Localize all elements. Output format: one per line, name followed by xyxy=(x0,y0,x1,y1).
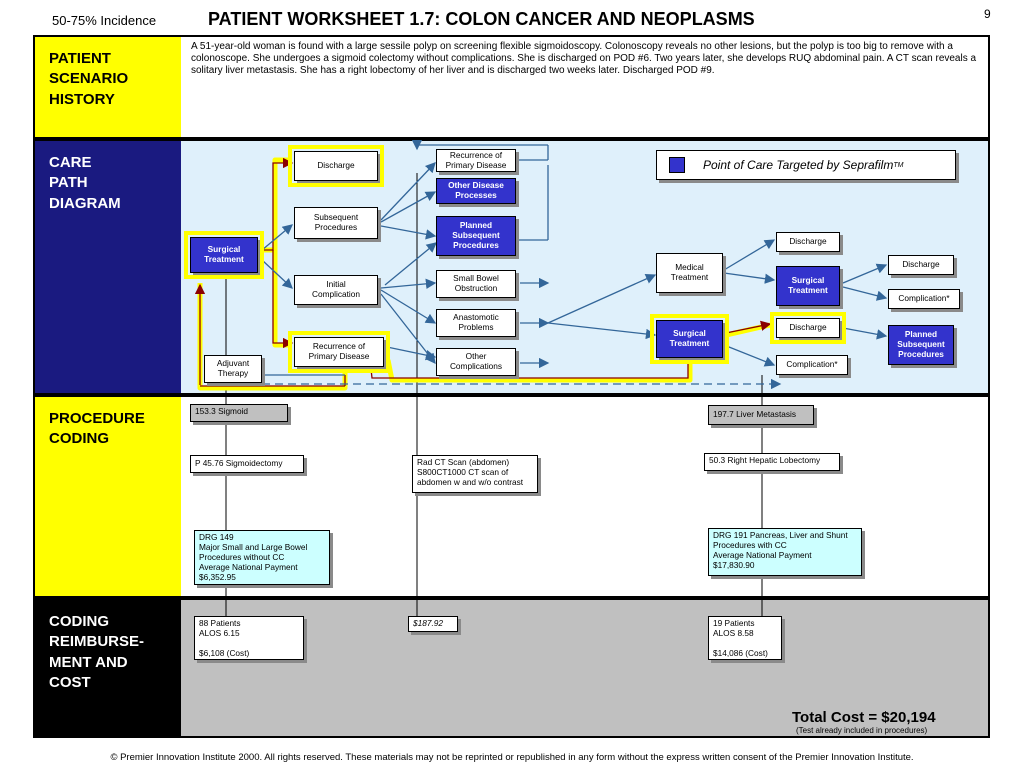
total-cost-note: (Test already included in procedures) xyxy=(796,726,928,735)
discharge-later: Discharge xyxy=(888,255,954,275)
reimbursement-label: CODING REIMBURSE- MENT AND COST xyxy=(49,613,145,691)
legend-swatch xyxy=(669,157,685,173)
recurrence-primary-disease-top: Recurrence of Primary Disease xyxy=(436,149,516,172)
drg-191-box: DRG 191 Pancreas, Liver and Shunt Proced… xyxy=(708,528,862,576)
medical-treatment: Medical Treatment xyxy=(656,253,723,293)
subsequent-procedures: Subsequent Procedures xyxy=(294,207,378,239)
initial-complication: Initial Complication xyxy=(294,275,378,305)
radiology-code-ct: Rad CT Scan (abdomen) S800CT1000 CT scan… xyxy=(412,455,538,493)
discharge-initial: Discharge xyxy=(288,145,384,187)
total-cost: Total Cost = $20,194 xyxy=(792,709,936,726)
planned-subsequent-procedures-2: Planned Subsequent Procedures xyxy=(888,325,954,365)
procedure-code-sigmoidectomy: P 45.76 Sigmoidectomy xyxy=(190,455,304,473)
copyright-footer: © Premier Innovation Institute 2000. All… xyxy=(110,752,914,763)
surgical-treatment-liver: Surgical Treatment xyxy=(650,314,729,364)
history-text: A 51-year-old woman is found with a larg… xyxy=(181,37,988,137)
planned-subsequent-procedures-1: Planned Subsequent Procedures xyxy=(436,216,516,256)
discharge-medical: Discharge xyxy=(776,232,840,252)
history-label: PATIENT SCENARIO HISTORY xyxy=(49,50,129,108)
diagnosis-code-sigmoid: 153.3 Sigmoid xyxy=(190,404,288,422)
complication-liver: Complication* xyxy=(776,355,848,375)
care-path-label: CARE PATH DIAGRAM xyxy=(49,154,121,212)
small-bowel-obstruction: Small Bowel Obstruction xyxy=(436,270,516,298)
surgical-treatment-later: Surgical Treatment xyxy=(776,266,840,306)
ct-cost-box: $187.92 xyxy=(408,616,458,632)
reimbursement-area xyxy=(181,600,988,736)
complication-later: Complication* xyxy=(888,289,960,309)
diagnosis-code-liver: 197.7 Liver Metastasis xyxy=(708,405,814,425)
other-complications: Other Complications xyxy=(436,348,516,376)
reimbursement-box-surgery-2: 19 Patients ALOS 8.58 $14,086 (Cost) xyxy=(708,616,782,660)
surgical-treatment-initial: Surgical Treatment xyxy=(184,231,264,279)
incidence-label: 50-75% Incidence xyxy=(52,13,157,28)
legend-text: Point of Care Targeted by Seprafilm xyxy=(703,158,894,172)
reimbursement-box-surgery-1: 88 Patients ALOS 6.15 $6,108 (Cost) xyxy=(194,616,304,660)
procedure-coding-label: PROCEDURE CODING xyxy=(49,410,145,448)
legend-trademark: TM xyxy=(893,161,904,169)
drg-149-box: DRG 149 Major Small and Large Bowel Proc… xyxy=(194,530,330,585)
discharge-liver: Discharge xyxy=(770,312,846,344)
other-disease-processes: Other Disease Processes xyxy=(436,178,516,204)
page-number: 9 xyxy=(984,7,991,21)
anastomotic-problems: Anastomotic Problems xyxy=(436,309,516,337)
adjuvant-therapy: Adjuvant Therapy xyxy=(204,355,262,383)
page-title: PATIENT WORKSHEET 1.7: COLON CANCER AND … xyxy=(208,9,755,29)
recurrence-primary-disease-lower: Recurrence of Primary Disease xyxy=(288,331,390,373)
history-section: PATIENT SCENARIO HISTORY A 51-year-old w… xyxy=(33,35,990,139)
procedure-code-lobectomy: 50.3 Right Hepatic Lobectomy xyxy=(704,453,840,471)
reimbursement-section: CODING REIMBURSE- MENT AND COST xyxy=(33,598,990,738)
